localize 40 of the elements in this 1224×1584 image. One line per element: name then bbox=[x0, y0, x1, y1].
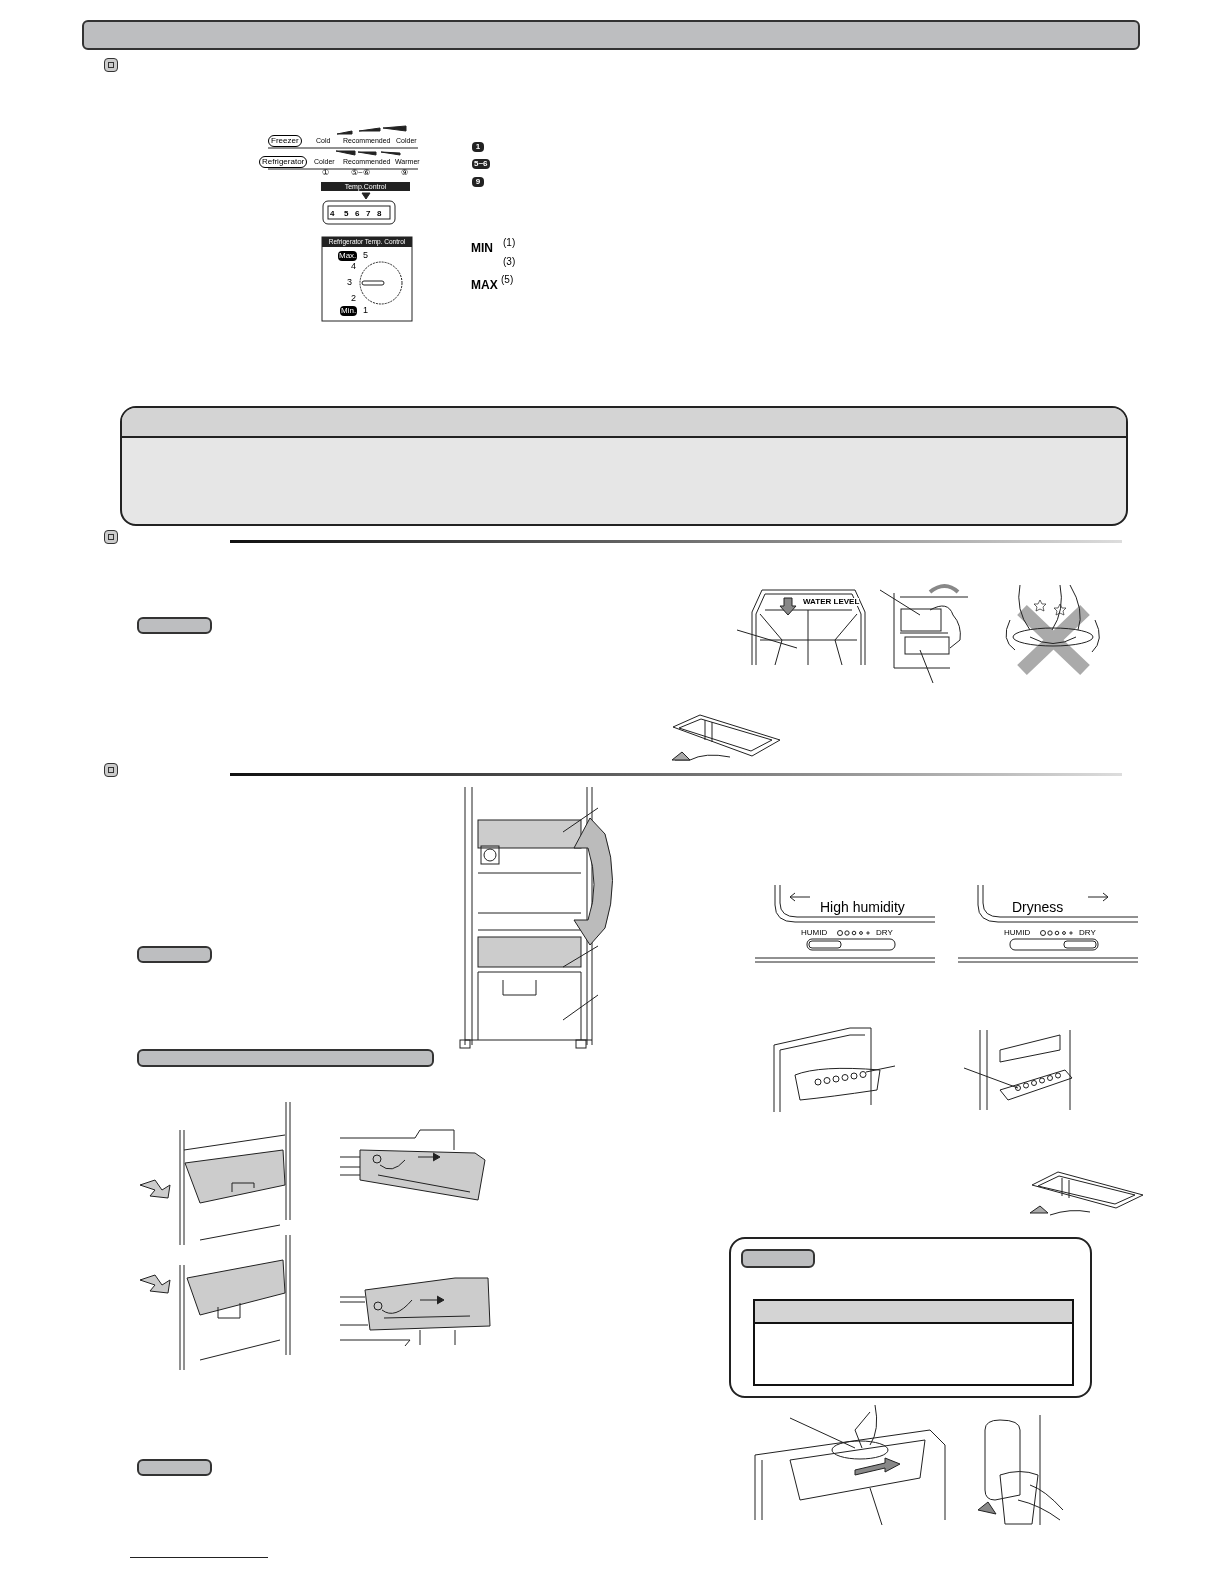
freezer-label: Freezer bbox=[268, 135, 302, 147]
dial-number: 2 bbox=[351, 294, 356, 303]
scale-label: DRY bbox=[876, 929, 893, 937]
dial-digit: 8 bbox=[377, 210, 382, 218]
dial-digit: 7 bbox=[366, 210, 371, 218]
water-level-mark: WATER LEVEL bbox=[803, 598, 860, 606]
setting-number: (3) bbox=[503, 257, 516, 267]
dial-number: 5 bbox=[363, 251, 368, 260]
dryness-label: Dryness bbox=[1012, 900, 1064, 914]
max-tag: Max. bbox=[338, 251, 358, 261]
scale-label: HUMID bbox=[1004, 929, 1031, 937]
humidity-label: High humidity bbox=[820, 900, 905, 914]
title-bar bbox=[82, 20, 1140, 50]
setting-number: (1) bbox=[503, 238, 516, 248]
scale-label: HUMID bbox=[801, 929, 828, 937]
dial-digit: 6 bbox=[355, 210, 360, 218]
min-label: MIN bbox=[471, 242, 493, 254]
setting-number: ⑨ bbox=[401, 169, 408, 177]
setting-badge: 9 bbox=[472, 177, 484, 187]
setting-number: ⑤~⑥ bbox=[351, 169, 370, 177]
dial-number: 4 bbox=[351, 262, 356, 271]
setting-number: ① bbox=[322, 169, 329, 177]
tag-pill bbox=[741, 1249, 815, 1268]
min-tag: Min. bbox=[340, 306, 358, 316]
notice-panel bbox=[120, 406, 1128, 526]
dial-number: 3 bbox=[347, 278, 352, 287]
scale-label: DRY bbox=[1079, 929, 1096, 937]
heading-bar bbox=[137, 1049, 434, 1067]
setting-badge: 1 bbox=[472, 142, 484, 152]
tag-pill bbox=[137, 617, 212, 634]
dial-digit: 5 bbox=[344, 210, 349, 218]
tag-pill bbox=[137, 1459, 212, 1476]
setting-number: (5) bbox=[501, 275, 514, 285]
note-panel bbox=[729, 1237, 1092, 1398]
tag-pill bbox=[137, 946, 212, 963]
dial-number: 1 bbox=[363, 306, 368, 315]
max-label: MAX bbox=[471, 279, 498, 291]
dial-digit: 4 bbox=[330, 210, 335, 218]
note-table bbox=[753, 1299, 1074, 1386]
setting-badge: 5~6 bbox=[472, 159, 490, 169]
